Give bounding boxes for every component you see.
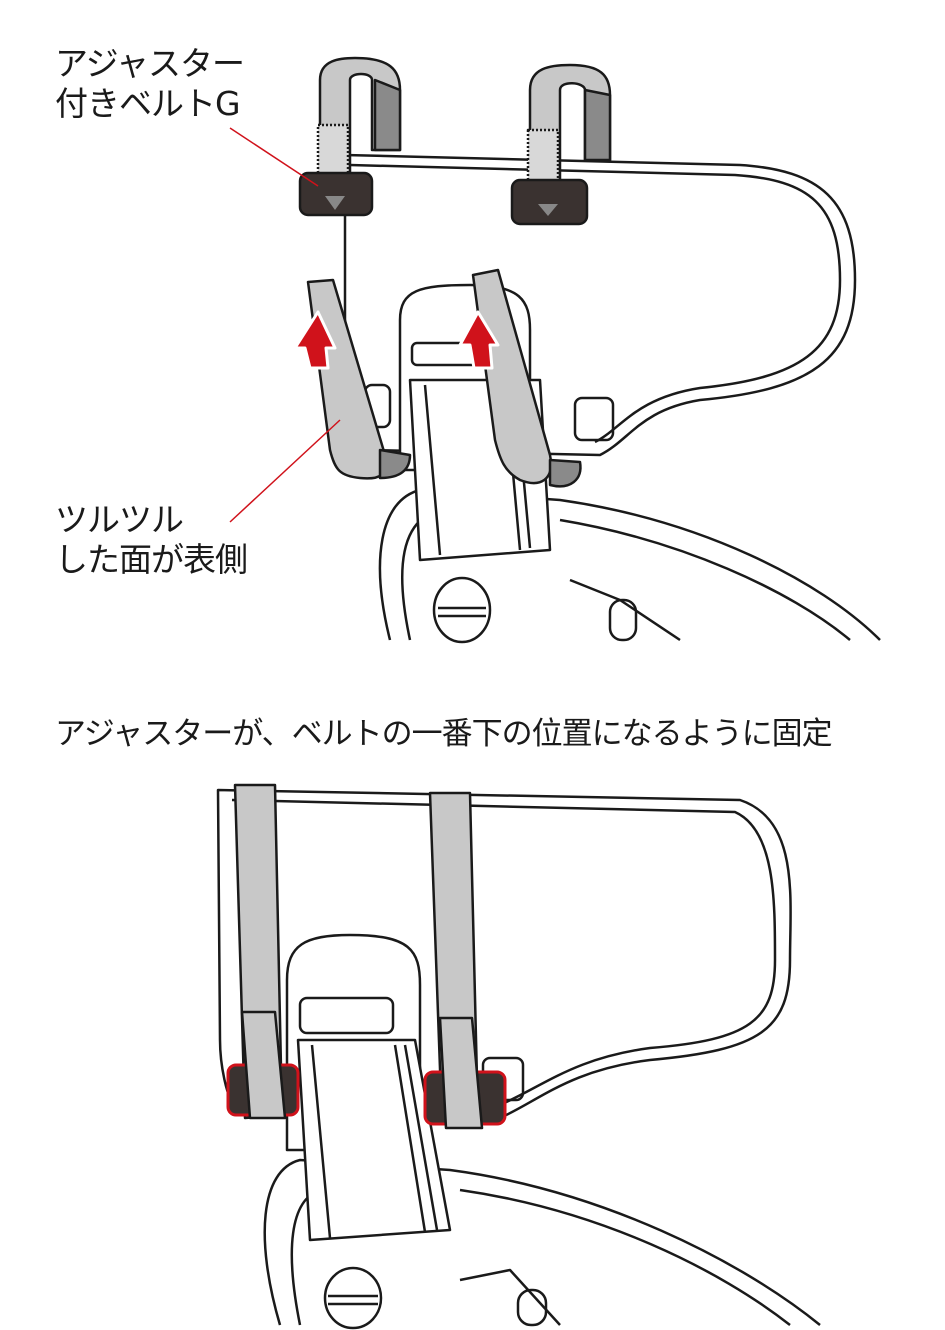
adjuster-buckle-right [510,178,589,226]
label-line: アジャスター [55,44,245,83]
leader-lines [229,127,341,523]
up-arrow-icon [458,310,500,370]
top-straps [298,56,612,488]
smooth-side-label: ツルツル した面が表側 [55,500,248,580]
adjuster-belt-label: アジャスター 付きベルトG [55,44,245,124]
adjuster-buckle-left [298,171,374,217]
label-line: した面が表側 [55,540,248,579]
up-arrows [293,310,500,370]
up-arrow-icon [293,310,337,370]
top-figure [343,153,881,644]
label-line: ツルツル [55,500,184,539]
instruction-text: アジャスターが、ベルトの一番下の位置になるように固定 [55,716,833,752]
bottom-figure [216,788,821,1330]
label-line: 付きベルトG [55,84,241,123]
bottom-straps [226,783,507,1130]
